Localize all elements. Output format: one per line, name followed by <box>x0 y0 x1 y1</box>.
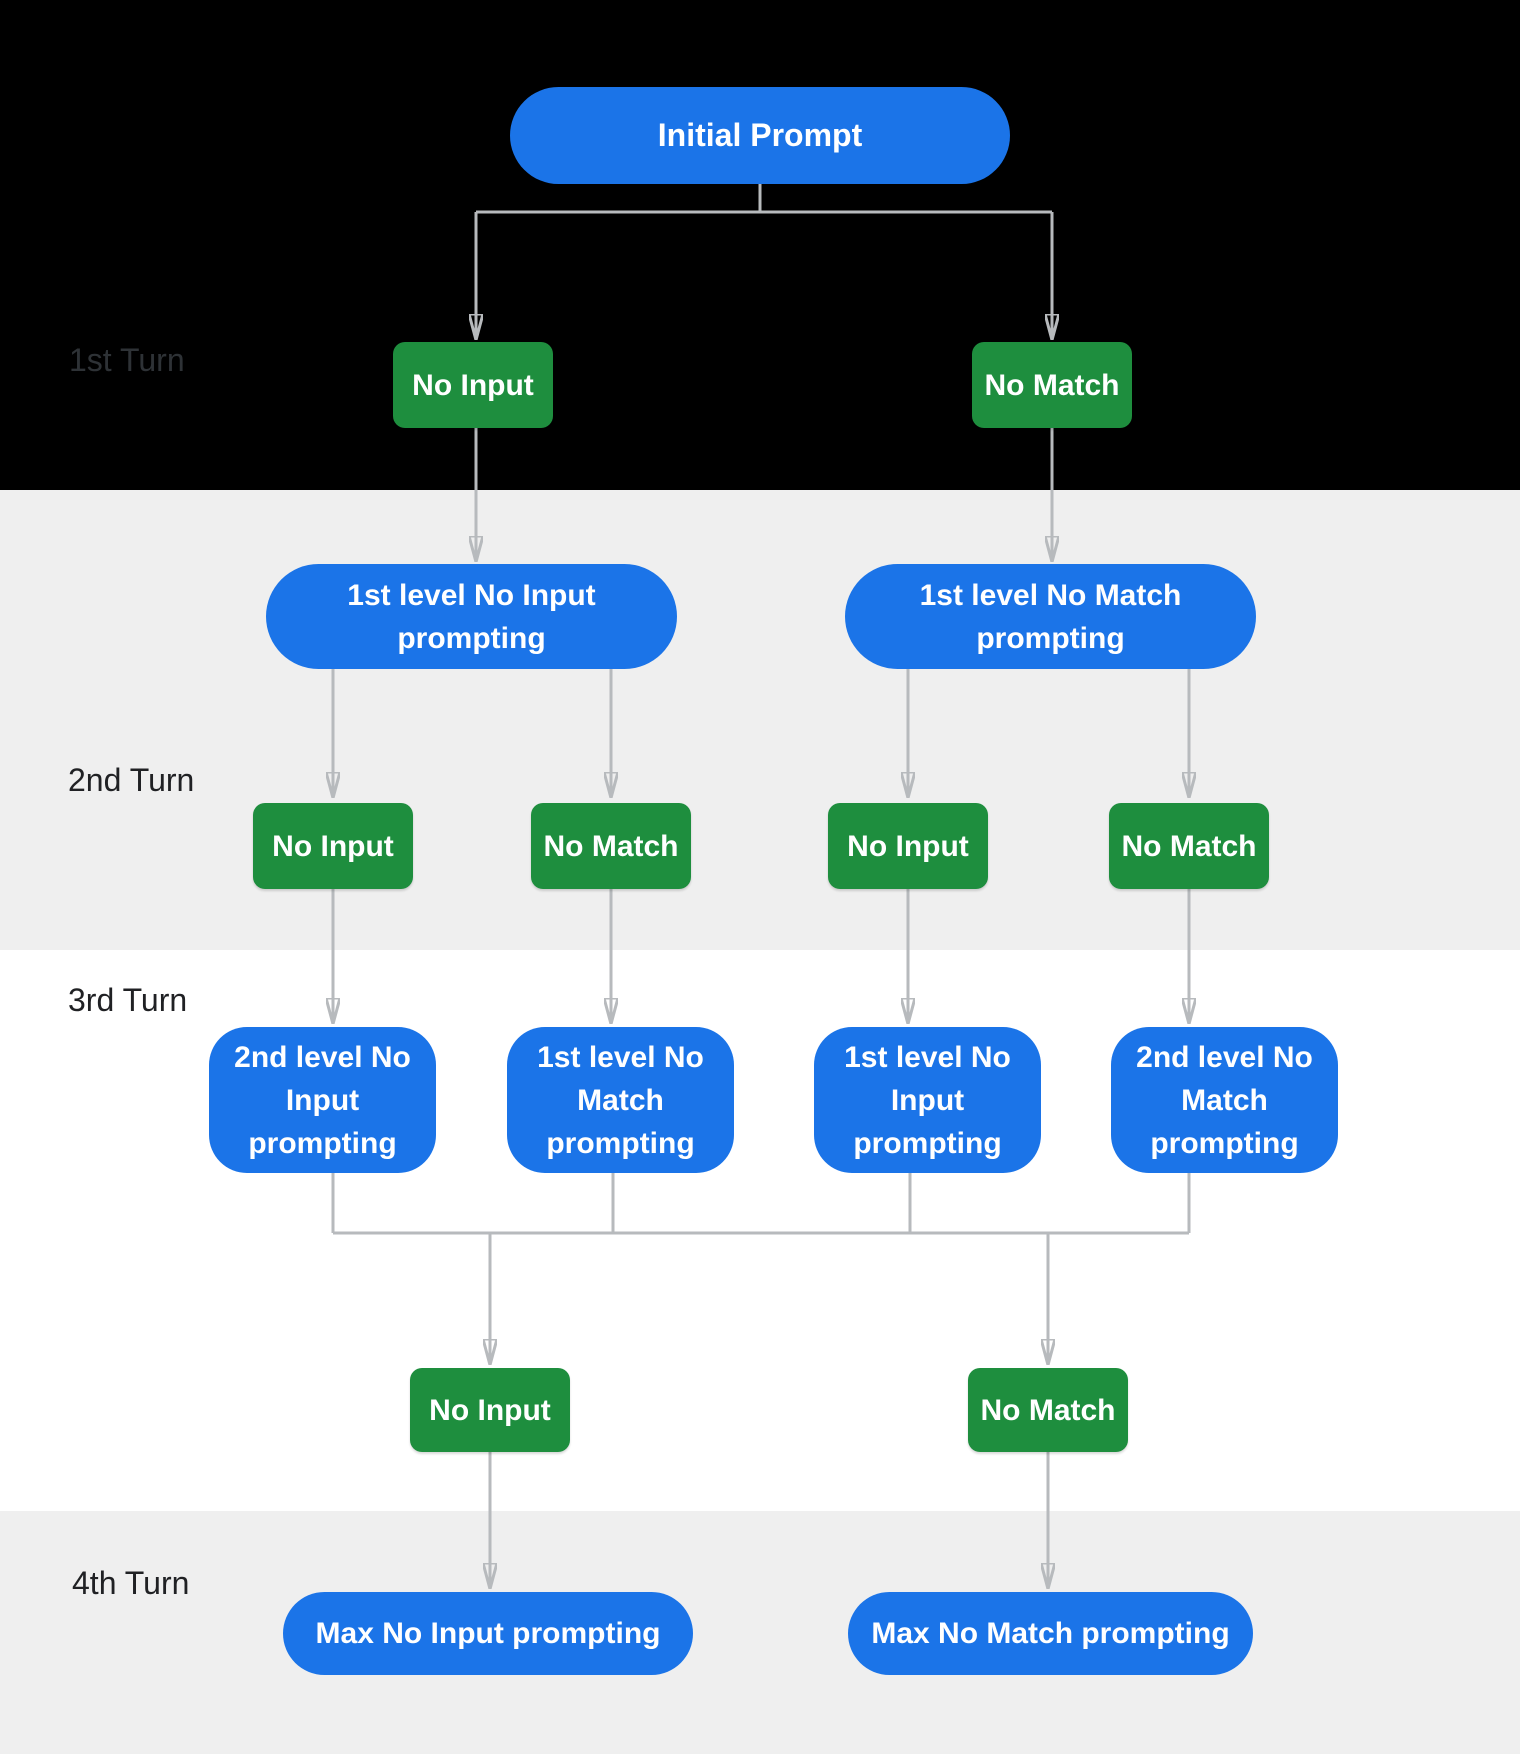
node-turn3-1st-no-input-prompting: 1st level No Input prompting <box>814 1027 1041 1173</box>
turn2-band <box>0 490 1520 950</box>
node-turn3-1st-no-match-prompting: 1st level No Match prompting <box>507 1027 734 1173</box>
turn-label-4: 4th Turn <box>72 1565 190 1601</box>
node-turn3-no-match: No Match <box>968 1368 1128 1452</box>
turn-label-2: 2nd Turn <box>68 762 195 798</box>
node-turn3-2nd-no-match-prompting: 2nd level No Match prompting <box>1111 1027 1338 1173</box>
node-turn2-no-input-right: No Input <box>828 803 988 889</box>
turn-label-1: 1st Turn <box>69 342 185 378</box>
node-initial-prompt: Initial Prompt <box>510 87 1010 184</box>
turn1-band <box>0 0 1520 490</box>
turn4-band <box>0 1511 1520 1754</box>
node-turn2-no-input-left: No Input <box>253 803 413 889</box>
node-turn3-no-input: No Input <box>410 1368 570 1452</box>
node-turn2-no-input-prompting: 1st level No Input prompting <box>266 564 677 669</box>
turn-label-3: 3rd Turn <box>68 982 188 1018</box>
node-turn2-no-match-right: No Match <box>1109 803 1269 889</box>
node-turn1-no-input: No Input <box>393 342 553 428</box>
node-turn3-2nd-no-input-prompting: 2nd level No Input prompting <box>209 1027 436 1173</box>
node-turn1-no-match: No Match <box>972 342 1132 428</box>
node-turn2-no-match-left: No Match <box>531 803 691 889</box>
node-turn4-max-no-input-prompting: Max No Input prompting <box>283 1592 693 1675</box>
node-turn2-no-match-prompting: 1st level No Match prompting <box>845 564 1256 669</box>
node-turn4-max-no-match-prompting: Max No Match prompting <box>848 1592 1253 1675</box>
